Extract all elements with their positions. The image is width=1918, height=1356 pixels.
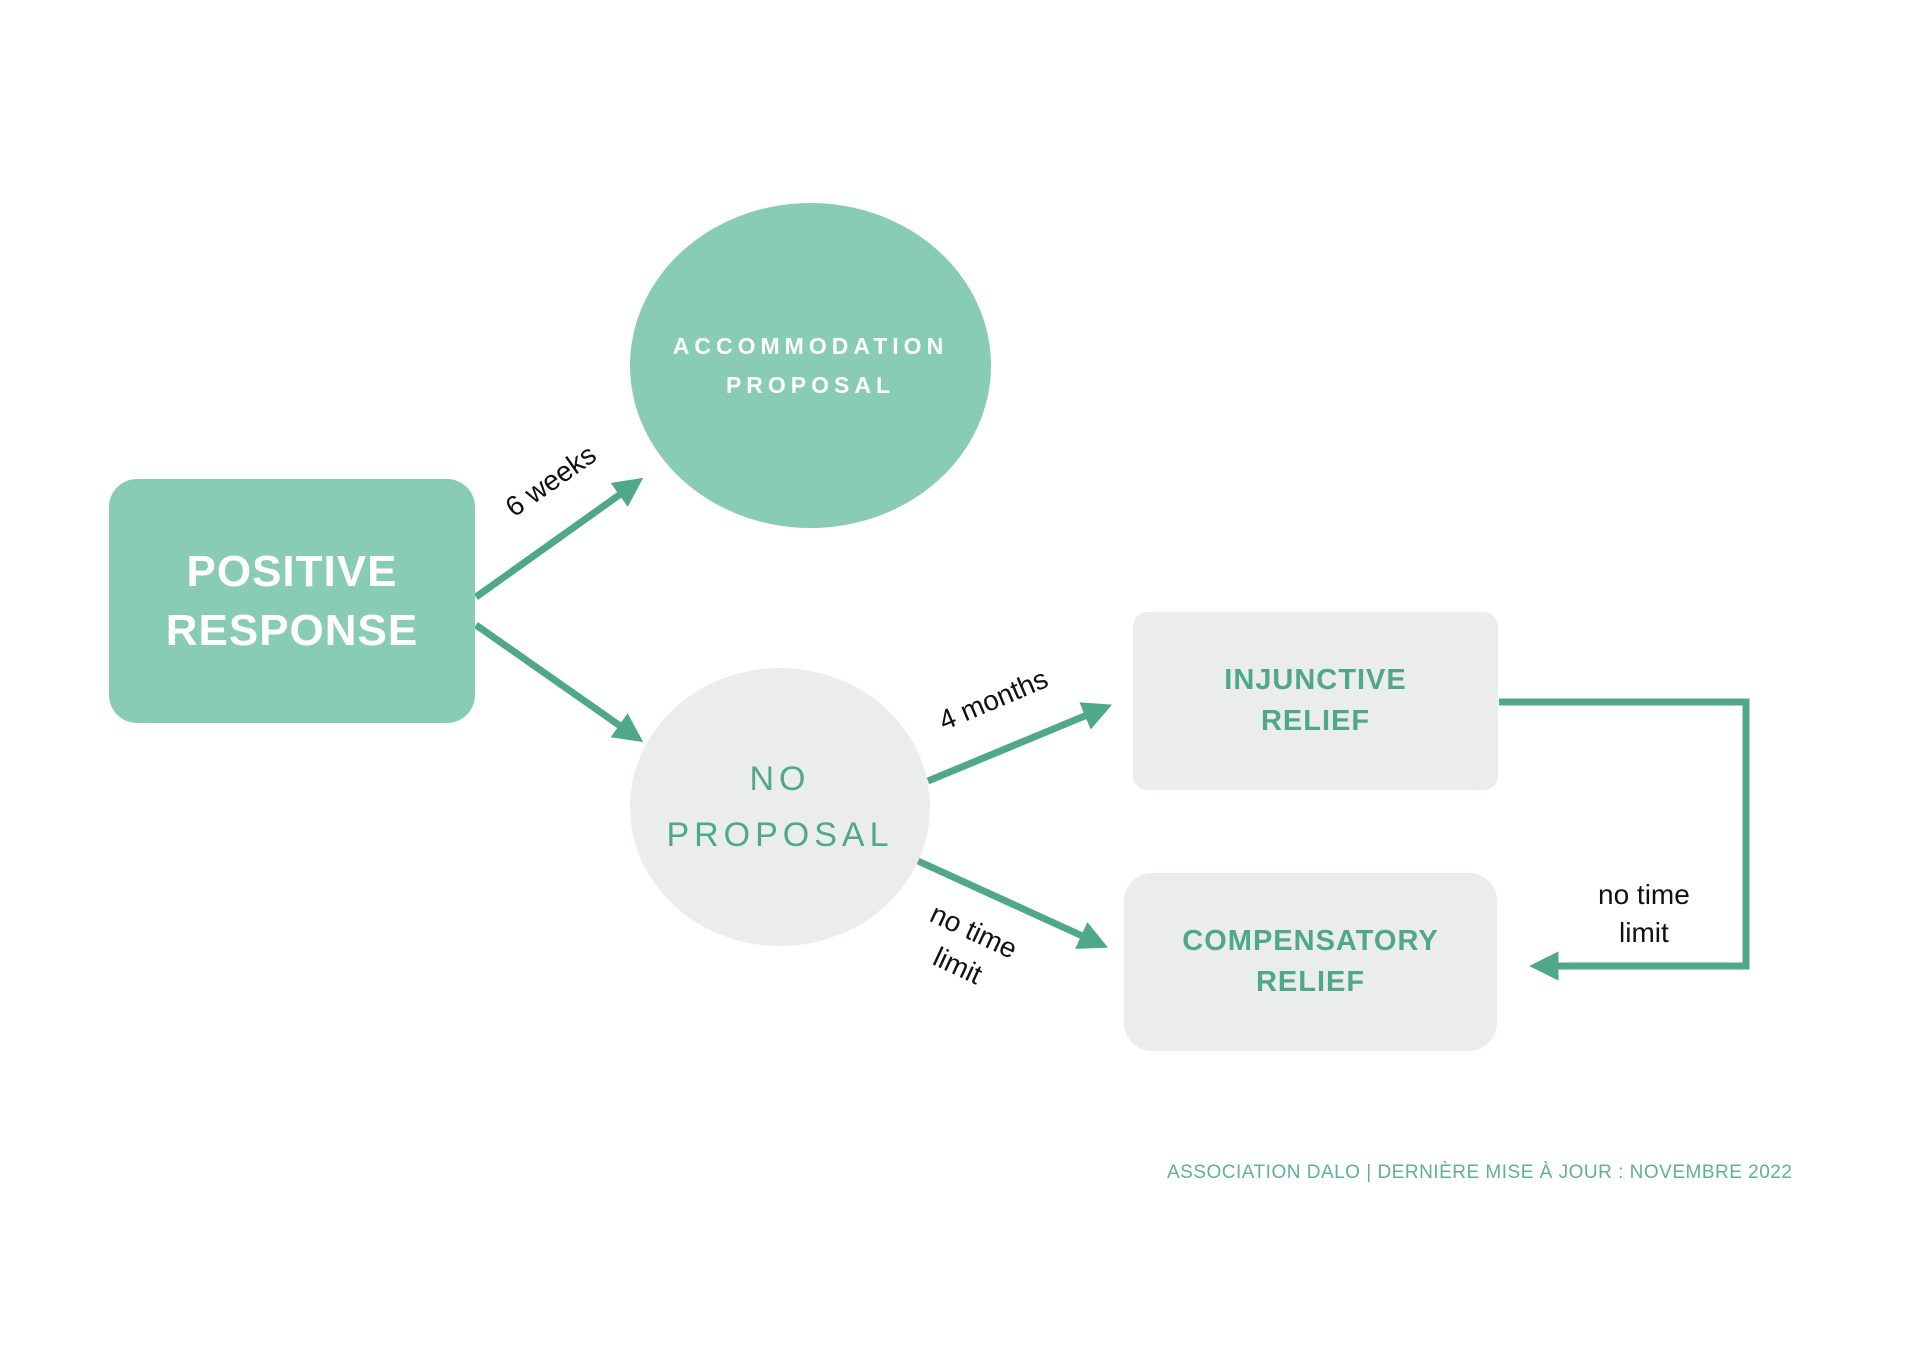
arrow-positive-to-no-proposal: [473, 622, 644, 743]
accommodation-proposal-line1: ACCOMMODATION: [672, 332, 949, 359]
arrow-no-proposal-to-compensatory: [916, 857, 1109, 949]
edge-label-line1: no time: [1598, 879, 1690, 910]
injunctive-relief-node: INJUNCTIVE RELIEF: [1133, 612, 1498, 790]
positive-response-node: POSITIVE RESPONSE: [109, 479, 475, 723]
arrow-injunctive-to-compensatory: [1499, 698, 1750, 981]
footer-credit: ASSOCIATION DALO | DERNIÈRE MISE À JOUR …: [1167, 1162, 1793, 1183]
positive-response-line1: POSITIVE: [186, 547, 398, 596]
positive-response-line2: RESPONSE: [165, 606, 419, 655]
compensatory-relief-line2: RELIEF: [1255, 966, 1366, 998]
no-proposal-line1: NO: [749, 760, 811, 798]
compensatory-relief-line1: COMPENSATORY: [1182, 925, 1439, 957]
compensatory-relief-node: COMPENSATORY RELIEF: [1124, 873, 1497, 1051]
arrow-positive-to-accommodation: [473, 477, 644, 600]
injunctive-relief-line2: RELIEF: [1260, 705, 1371, 737]
accommodation-proposal-node: ACCOMMODATION PROPOSAL: [630, 203, 991, 528]
injunctive-relief-line1: INJUNCTIVE: [1224, 664, 1407, 696]
no-proposal-line2: PROPOSAL: [666, 816, 894, 854]
edge-label-line2: limit: [1619, 917, 1669, 948]
arrow-no-proposal-to-injunctive: [926, 702, 1113, 785]
accommodation-proposal-line2: PROPOSAL: [725, 371, 896, 398]
edge-label-no-time-limit-return: no time limit: [1598, 876, 1690, 952]
no-proposal-node: NO PROPOSAL: [630, 668, 930, 946]
